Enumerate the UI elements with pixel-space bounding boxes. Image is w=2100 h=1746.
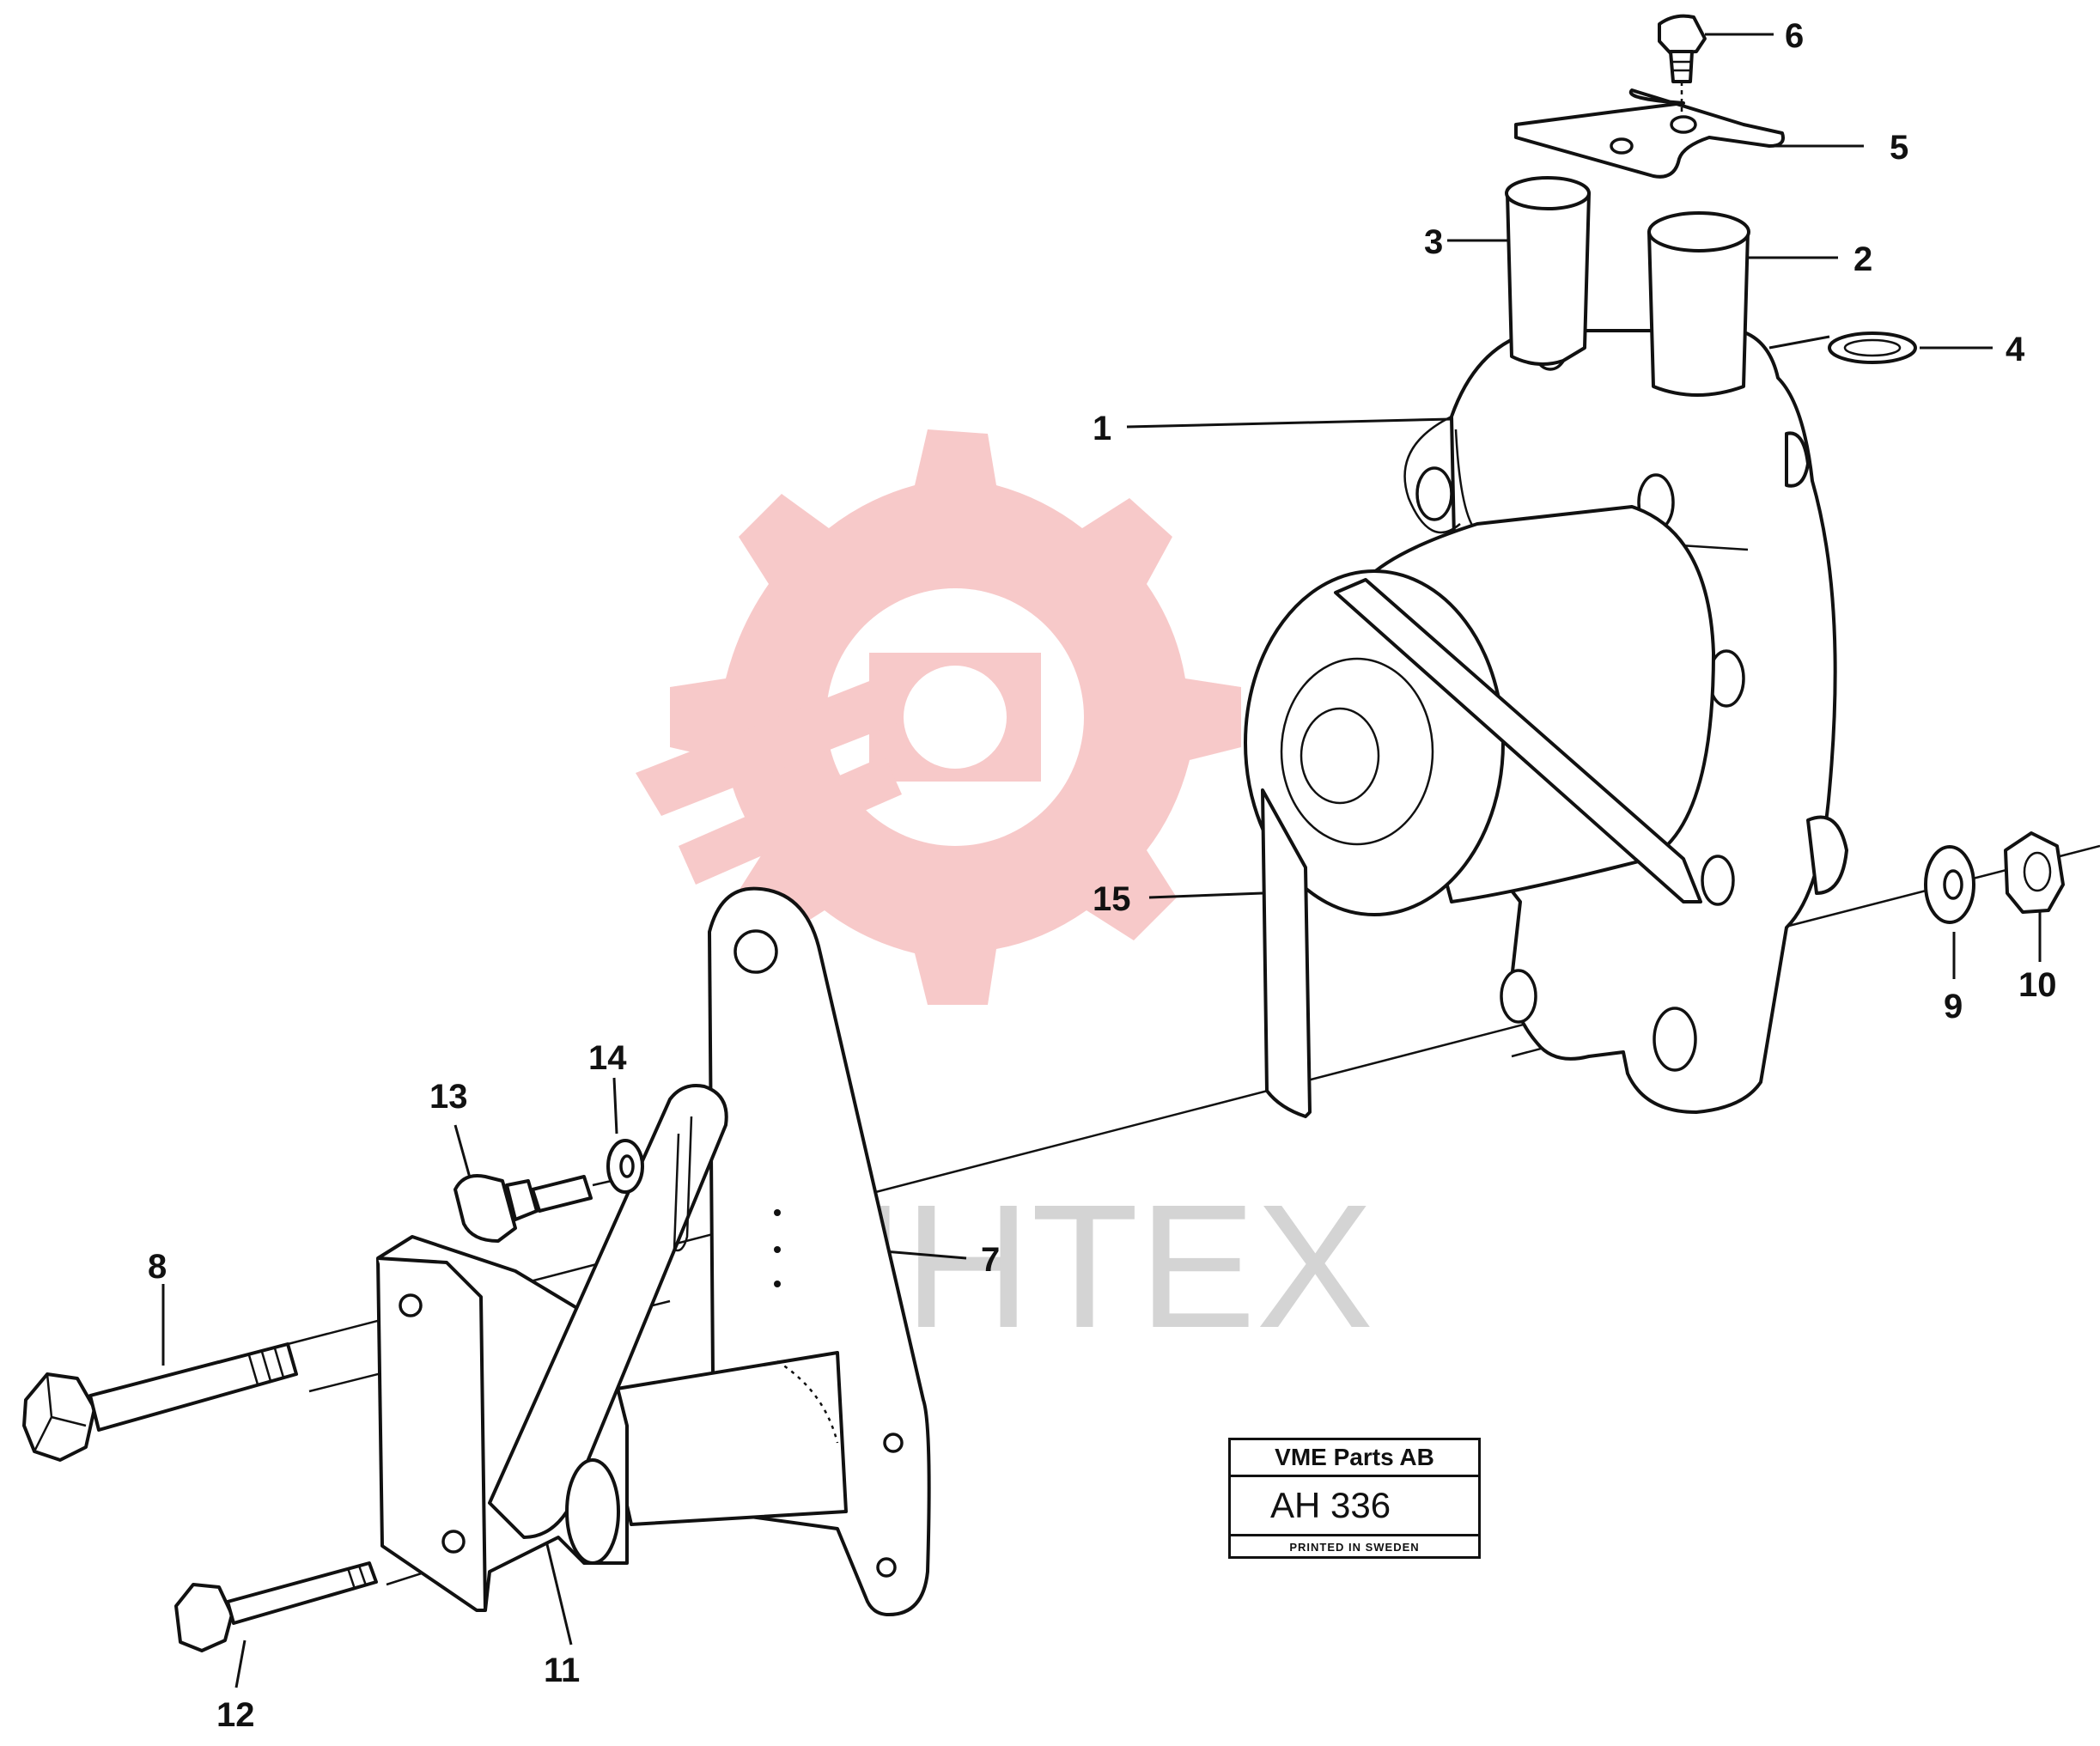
callout-1: 1 <box>1093 410 1111 447</box>
bolt-13 <box>453 1174 593 1243</box>
callout-3: 3 <box>1424 223 1443 261</box>
nut-10 <box>2004 831 2065 914</box>
callout-2: 2 <box>1853 240 1872 278</box>
callout-13: 13 <box>429 1078 468 1116</box>
callout-4: 4 <box>2006 331 2025 368</box>
seal-ring-4 <box>1828 332 1917 364</box>
bracket-7 <box>600 886 931 1616</box>
gasket-5 <box>1514 88 1785 179</box>
callout-8: 8 <box>148 1248 167 1286</box>
stamp-company: VME Parts AB <box>1231 1440 1478 1477</box>
parts-stamp: VME Parts AB AH 336 PRINTED IN SWEDEN <box>1228 1438 1481 1559</box>
callout-5: 5 <box>1890 129 1908 167</box>
callout-6: 6 <box>1785 17 1804 55</box>
callout-11: 11 <box>544 1652 580 1689</box>
bolt-12 <box>174 1561 378 1652</box>
callout-7: 7 <box>981 1241 1000 1279</box>
pipe-2 <box>1647 211 1750 397</box>
washer-14 <box>606 1139 644 1194</box>
callout-14: 14 <box>588 1039 627 1077</box>
callout-numbers: 1 2 3 4 5 6 7 8 9 10 11 12 13 14 15 <box>148 17 2057 1734</box>
washer-9 <box>1924 845 1975 924</box>
pipe-3 <box>1505 176 1591 366</box>
watermark-gear-icon <box>636 429 1241 1005</box>
belt-15 <box>1261 578 1702 1118</box>
screw-6 <box>1658 14 1707 112</box>
bolt-8 <box>22 1342 298 1462</box>
stamp-printed: PRINTED IN SWEDEN <box>1289 1541 1420 1554</box>
callout-9: 9 <box>1944 988 1963 1025</box>
callout-10: 10 <box>2018 966 2057 1004</box>
callout-15: 15 <box>1093 880 1131 918</box>
stamp-code: AH 336 <box>1231 1477 1478 1536</box>
bracket-11 <box>376 1084 728 1612</box>
callout-12: 12 <box>216 1696 255 1734</box>
